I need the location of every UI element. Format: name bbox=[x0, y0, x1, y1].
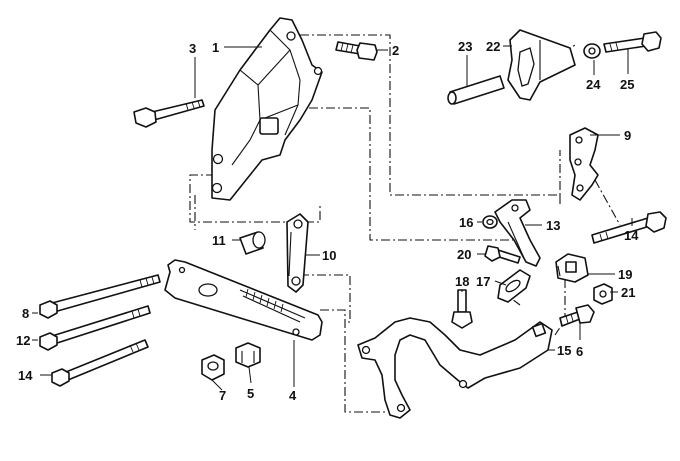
washer-24 bbox=[583, 43, 601, 59]
callout-6: 6 bbox=[576, 344, 583, 359]
callout-2: 2 bbox=[392, 43, 399, 58]
clamp-block-19 bbox=[555, 253, 589, 283]
bolt-12 bbox=[39, 305, 151, 351]
callout-10: 10 bbox=[322, 248, 336, 263]
callout-19: 19 bbox=[618, 267, 632, 282]
washer-16 bbox=[482, 215, 498, 229]
callout-labels: 1 2 3 4 5 6 7 8 9 10 11 12 13 14 14 15 1… bbox=[16, 39, 639, 403]
bent-arm-13 bbox=[494, 199, 541, 267]
lock-nut-5 bbox=[235, 342, 261, 368]
upper-mount-bracket-22 bbox=[507, 29, 576, 101]
callout-16: 16 bbox=[459, 215, 473, 230]
main-mounting-bracket bbox=[211, 17, 323, 201]
callout-13: 13 bbox=[546, 218, 560, 233]
callout-11: 11 bbox=[212, 233, 226, 248]
link-plate-10 bbox=[286, 213, 309, 293]
slotted-link-17 bbox=[497, 269, 531, 303]
nut-7 bbox=[201, 354, 225, 381]
nut-21 bbox=[593, 283, 613, 305]
callout-24: 24 bbox=[586, 77, 601, 92]
slotted-adjusting-arm-4 bbox=[164, 259, 323, 341]
callout-22: 22 bbox=[486, 39, 500, 54]
bolt-20 bbox=[484, 245, 521, 264]
bolt-14-left bbox=[51, 339, 149, 387]
callout-leader-lines bbox=[32, 45, 633, 391]
callout-1: 1 bbox=[212, 40, 219, 55]
callout-21: 21 bbox=[621, 285, 635, 300]
callout-9: 9 bbox=[624, 128, 631, 143]
callout-17: 17 bbox=[476, 274, 490, 289]
callout-20: 20 bbox=[457, 247, 471, 262]
curved-bracket-15 bbox=[357, 317, 553, 419]
callout-25: 25 bbox=[620, 77, 634, 92]
callout-4: 4 bbox=[289, 388, 297, 403]
callout-14-right: 14 bbox=[624, 228, 639, 243]
bolt-6 bbox=[559, 304, 595, 327]
bolt-8 bbox=[39, 274, 161, 319]
bolt-3 bbox=[133, 99, 205, 128]
callout-8: 8 bbox=[22, 306, 29, 321]
bolt-18 bbox=[451, 289, 473, 329]
sleeve-11 bbox=[239, 231, 266, 255]
callout-18: 18 bbox=[455, 274, 469, 289]
callout-12: 12 bbox=[16, 333, 30, 348]
callout-3: 3 bbox=[189, 41, 196, 56]
bolt-25 bbox=[603, 31, 662, 53]
bolt-2 bbox=[335, 41, 378, 61]
callout-5: 5 bbox=[247, 386, 254, 401]
pin-23 bbox=[447, 75, 505, 105]
callout-14-left: 14 bbox=[18, 368, 33, 383]
callout-7: 7 bbox=[219, 388, 226, 403]
bolt-14-right bbox=[591, 211, 667, 244]
callout-23: 23 bbox=[458, 39, 472, 54]
callout-15: 15 bbox=[557, 343, 571, 358]
assembly-guide-lines bbox=[189, 34, 621, 413]
tensioner-bracket-9 bbox=[569, 127, 599, 201]
